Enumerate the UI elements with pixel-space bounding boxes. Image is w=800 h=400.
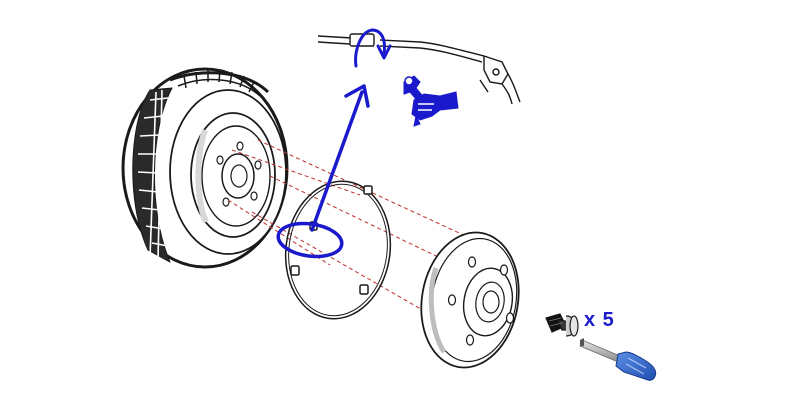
screwdriver-icon [579, 338, 657, 381]
brake-cable-icon [317, 33, 521, 105]
hubcap-icon [420, 231, 520, 369]
screw-icon [545, 313, 579, 337]
wheel-tyre-icon [121, 67, 289, 269]
wrench-in-hand-icon [403, 75, 459, 127]
connection-callout [276, 28, 392, 259]
screw-quantity-label: x 5 [584, 309, 615, 331]
